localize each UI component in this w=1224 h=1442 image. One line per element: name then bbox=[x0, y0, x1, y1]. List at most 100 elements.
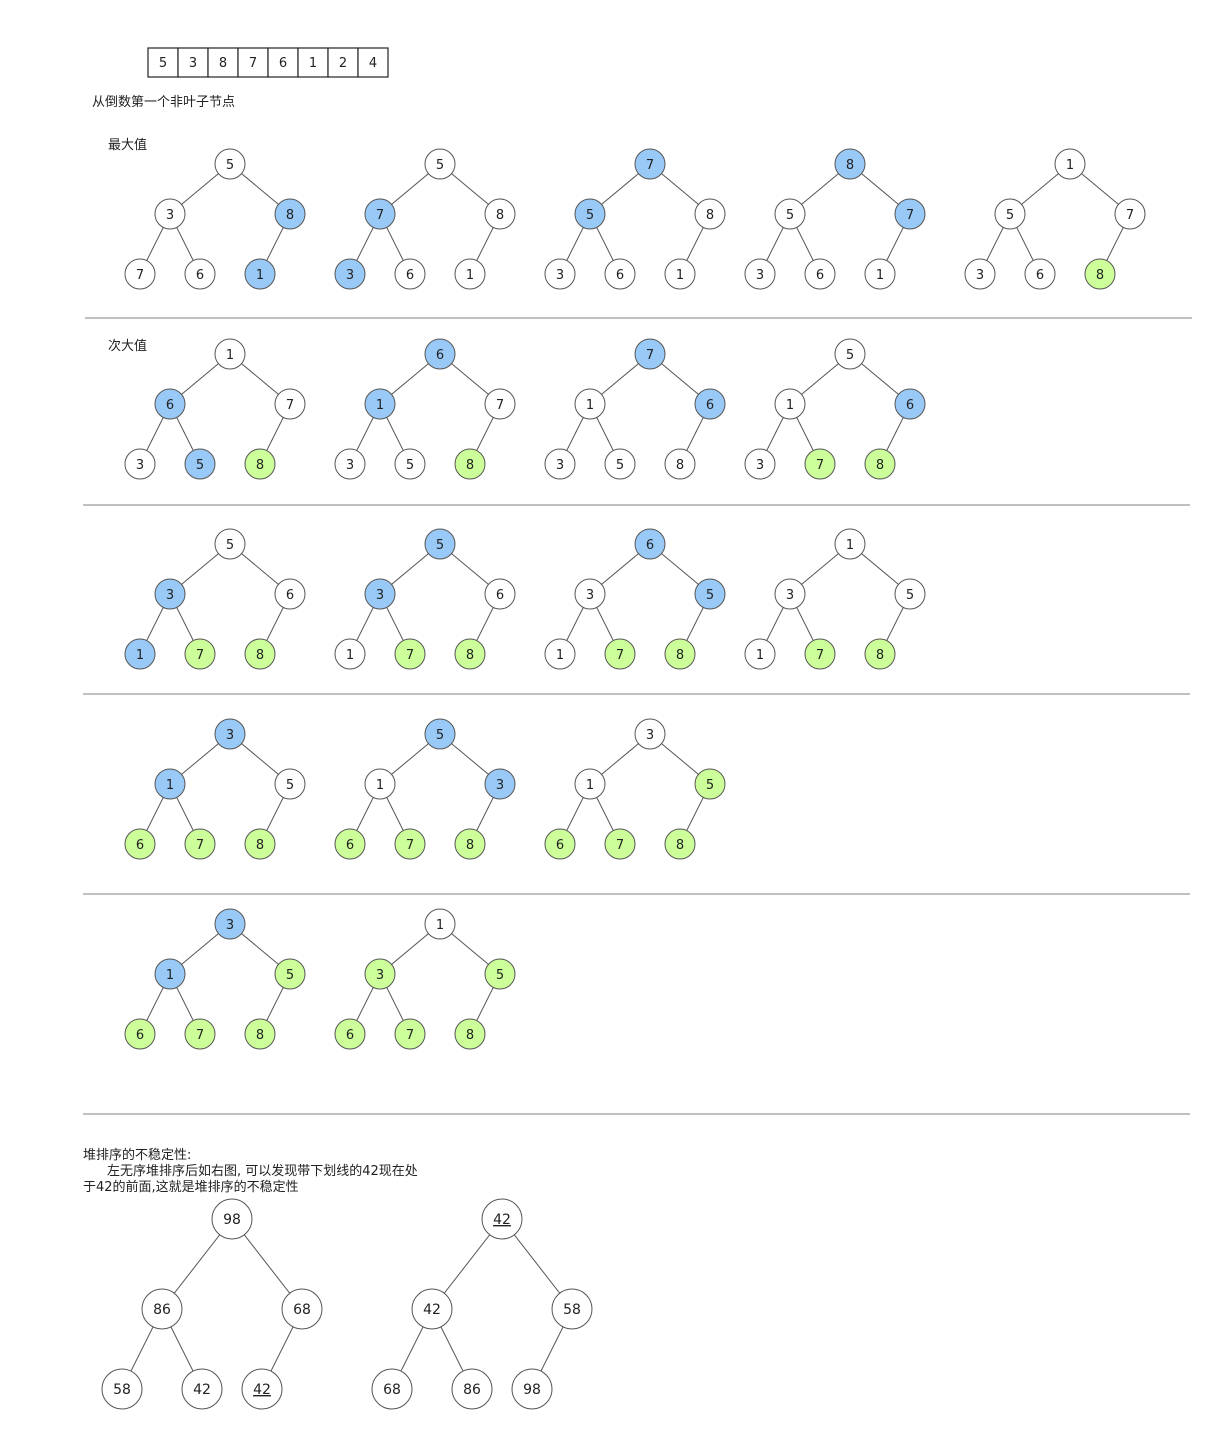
tree-node-value: 5 bbox=[706, 778, 714, 793]
tree-node bbox=[334, 448, 366, 480]
tree-node bbox=[694, 388, 726, 420]
tree-node-value: 7 bbox=[196, 1028, 204, 1043]
tree-node-value: 6 bbox=[166, 398, 174, 413]
tree-node bbox=[964, 258, 996, 290]
tree-node-value: 3 bbox=[166, 208, 174, 223]
tree-node bbox=[634, 528, 666, 560]
tree-node-value: 7 bbox=[616, 838, 624, 853]
tree-node-value: 7 bbox=[196, 648, 204, 663]
tree-node bbox=[604, 828, 636, 860]
tree-node bbox=[774, 198, 806, 230]
tree-node-value: 6 bbox=[346, 1028, 354, 1043]
tree-node bbox=[894, 198, 926, 230]
tree-node-value: 3 bbox=[646, 728, 654, 743]
tree-node-value: 5 bbox=[436, 158, 444, 173]
tree-node bbox=[774, 388, 806, 420]
tree-node bbox=[424, 148, 456, 180]
tree-node bbox=[454, 258, 486, 290]
tree-node-value: 1 bbox=[136, 648, 144, 663]
tree-node bbox=[394, 258, 426, 290]
row-label-max: 最大值 bbox=[108, 138, 148, 153]
tree-node-value: 5 bbox=[436, 538, 444, 553]
tree-node-value: 1 bbox=[166, 778, 174, 793]
tree-node bbox=[181, 1368, 223, 1410]
tree-node bbox=[274, 768, 306, 800]
tree-node bbox=[364, 768, 396, 800]
tree-node bbox=[184, 638, 216, 670]
tree-node-value: 1 bbox=[346, 648, 354, 663]
array-value-5: 1 bbox=[309, 56, 317, 71]
array-cell-0 bbox=[147, 47, 179, 78]
tree-node bbox=[334, 828, 366, 860]
instability-title: 堆排序的不稳定性: bbox=[83, 1148, 192, 1163]
tree-node-value: 7 bbox=[616, 648, 624, 663]
tree-node bbox=[154, 198, 186, 230]
tree-node-value: 98 bbox=[523, 1382, 541, 1398]
array-value-7: 4 bbox=[369, 56, 377, 71]
tree-node bbox=[894, 578, 926, 610]
tree-node bbox=[184, 828, 216, 860]
tree-node bbox=[214, 908, 246, 940]
intro-label: 从倒数第一个非叶子节点 bbox=[92, 95, 236, 110]
tree-node-value: 7 bbox=[406, 648, 414, 663]
tree-node-value: 1 bbox=[1066, 158, 1074, 173]
tree-node-value: 5 bbox=[226, 538, 234, 553]
tree-node bbox=[511, 1368, 553, 1410]
tree-node bbox=[214, 338, 246, 370]
tree-node-value: 86 bbox=[153, 1302, 171, 1318]
tree-node bbox=[664, 828, 696, 860]
tree-node-value: 1 bbox=[586, 778, 594, 793]
tree-node bbox=[214, 718, 246, 750]
tree-node-value: 1 bbox=[466, 268, 474, 283]
tree-node bbox=[394, 638, 426, 670]
tree-node-value: 1 bbox=[756, 648, 764, 663]
tree-node bbox=[804, 448, 836, 480]
tree-node bbox=[184, 258, 216, 290]
array-cell-6 bbox=[327, 47, 359, 78]
tree-node bbox=[634, 718, 666, 750]
tree-node bbox=[124, 638, 156, 670]
tree-node-value: 5 bbox=[706, 588, 714, 603]
tree-node bbox=[774, 578, 806, 610]
tree-node-value: 6 bbox=[436, 348, 444, 363]
tree-node bbox=[544, 828, 576, 860]
tree-node bbox=[141, 1288, 183, 1330]
tree-node bbox=[124, 258, 156, 290]
tree-node-value: 3 bbox=[346, 268, 354, 283]
tree-node bbox=[184, 1018, 216, 1050]
tree-node-value: 7 bbox=[406, 1028, 414, 1043]
tree-node-value: 7 bbox=[816, 458, 824, 473]
tree-node-value: 98 bbox=[223, 1212, 241, 1228]
tree-node bbox=[214, 148, 246, 180]
tree-node-value: 7 bbox=[816, 648, 824, 663]
tree-node bbox=[451, 1368, 493, 1410]
tree-node bbox=[664, 258, 696, 290]
tree-node bbox=[574, 388, 606, 420]
tree-node bbox=[124, 1018, 156, 1050]
tree-node bbox=[274, 578, 306, 610]
tree-node bbox=[574, 198, 606, 230]
array-value-3: 7 bbox=[249, 56, 257, 71]
tree-node bbox=[274, 958, 306, 990]
tree-node-value: 3 bbox=[976, 268, 984, 283]
tree-node bbox=[274, 388, 306, 420]
tree-node-value: 5 bbox=[286, 968, 294, 983]
tree-node-value: 1 bbox=[556, 648, 564, 663]
tree-node-value: 7 bbox=[196, 838, 204, 853]
tree-node-value: 5 bbox=[496, 968, 504, 983]
tree-node-value: 1 bbox=[586, 398, 594, 413]
tree-node bbox=[634, 338, 666, 370]
tree-node bbox=[424, 908, 456, 940]
tree-node-value: 86 bbox=[463, 1382, 481, 1398]
tree-node-value: 8 bbox=[256, 838, 264, 853]
tree-node bbox=[211, 1198, 253, 1240]
tree-node bbox=[244, 1018, 276, 1050]
tree-node-value: 3 bbox=[756, 458, 764, 473]
